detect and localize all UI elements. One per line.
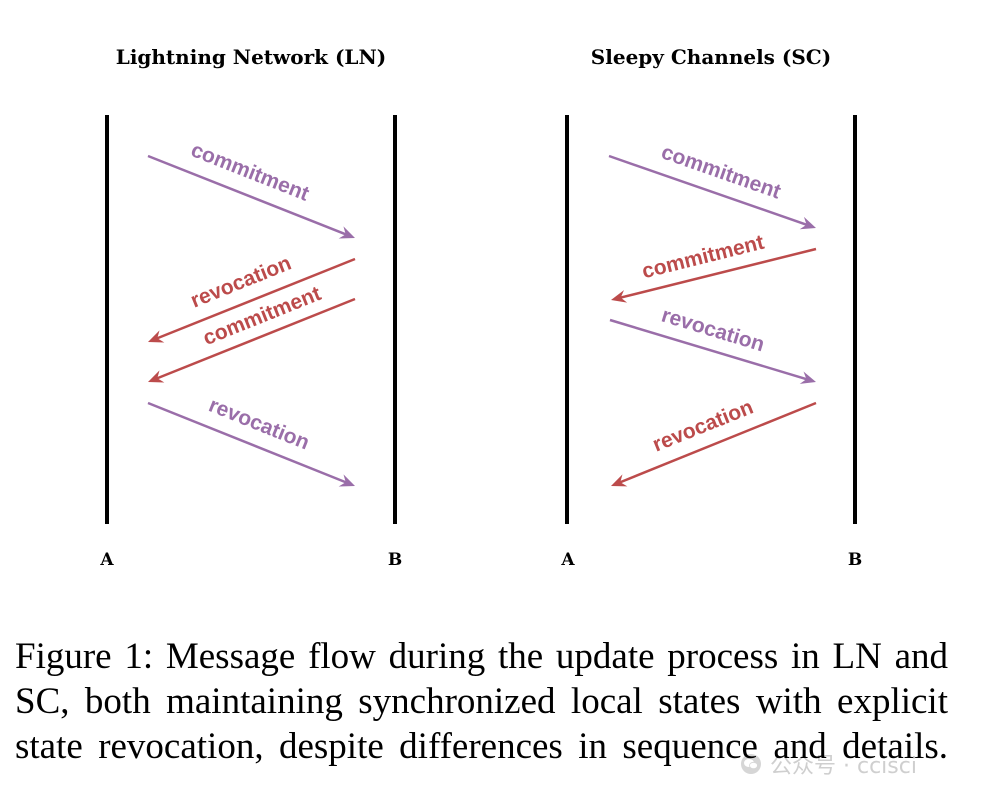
message-arrow: revocation	[609, 304, 816, 384]
arrowhead	[799, 216, 816, 230]
diagram-title: Lightning Network (LN)	[116, 45, 386, 69]
party-label-b: B	[388, 550, 402, 570]
party-label-b: B	[848, 550, 862, 570]
diagram-title: Sleepy Channels (SC)	[591, 45, 831, 69]
arrowhead	[148, 370, 165, 383]
message-label: revocation	[649, 396, 756, 457]
arrowhead	[611, 474, 628, 487]
arrowhead	[799, 371, 816, 384]
message-label: revocation	[205, 394, 312, 455]
message-arrow: commitment	[611, 231, 817, 303]
arrow-shaft	[147, 401, 348, 484]
arrow-shaft	[608, 154, 808, 227]
sequence-diagram-ln: Lightning Network (LN) A B commitment re…	[99, 45, 402, 570]
watermark-text: 公众号 · ccisci	[770, 754, 917, 779]
arrow-shaft	[155, 257, 356, 340]
arrowhead	[148, 330, 165, 343]
caption-line: Figure 1: Message flow during the update…	[15, 636, 948, 677]
caption-line: state revocation, despite differences in…	[15, 726, 948, 767]
sequence-diagram-sc: Sleepy Channels (SC) A B commitment comm…	[560, 45, 862, 570]
message-arrow: commitment	[147, 138, 355, 239]
party-label-a: A	[560, 550, 575, 570]
arrowhead	[338, 226, 355, 239]
message-label: commitment	[640, 231, 767, 284]
message-arrow: commitment	[148, 282, 356, 383]
message-flow-figure: Lightning Network (LN) A B commitment re…	[99, 45, 862, 570]
message-arrow: commitment	[608, 141, 816, 230]
message-arrow: revocation	[611, 396, 817, 487]
arrowhead	[611, 290, 628, 303]
message-arrow: revocation	[147, 394, 355, 487]
arrow-shaft	[147, 154, 348, 236]
arrow-shaft	[619, 247, 817, 300]
caption-line: SC, both maintaining synchronized local …	[15, 681, 948, 722]
party-label-a: A	[99, 550, 114, 570]
wechat-icon	[741, 754, 761, 774]
arrow-shaft	[155, 297, 356, 380]
watermark: 公众号 · ccisci	[740, 748, 990, 780]
arrow-shaft	[618, 401, 817, 484]
arrowhead	[338, 474, 355, 487]
arrow-shaft	[609, 318, 808, 381]
message-label: revocation	[659, 304, 767, 357]
